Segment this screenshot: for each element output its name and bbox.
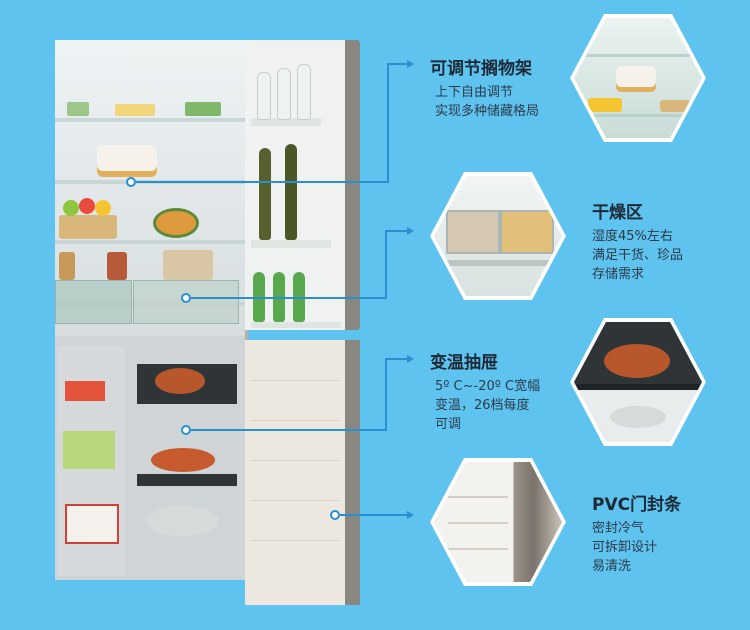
- cake-image: [97, 145, 157, 177]
- feature-3-desc-line-1: 5º C~-20º C宽幅: [435, 379, 541, 394]
- feature-3-desc-line-2: 变温，26档每度: [435, 398, 530, 413]
- fridge-image: [55, 40, 360, 605]
- feature-2-title: 干燥区: [592, 203, 643, 223]
- feature-4-desc-line-2: 可拆卸设计: [592, 540, 658, 555]
- arrow-right-icon: [407, 60, 414, 68]
- feature-4-desc-line-3: 易清洗: [592, 559, 632, 574]
- fridge-upper-compartment: [55, 40, 245, 330]
- feature-3-title: 变温抽屉: [430, 353, 498, 373]
- roast-chicken-image: [155, 368, 205, 394]
- arrow-right-icon: [407, 355, 414, 363]
- feature-4-image: [430, 458, 566, 586]
- feature-1-desc-line-2: 实现多种储藏格局: [435, 104, 540, 119]
- fridge-door-lower: [245, 340, 360, 605]
- fridge-lower-compartment: [55, 336, 245, 580]
- feature-3-image: [570, 318, 706, 446]
- feature-2-desc-line-2: 满足干货、珍品: [592, 248, 684, 263]
- fish-image: [147, 506, 219, 536]
- callout-dot-shelf: [126, 177, 136, 187]
- feature-1-desc-line-1: 上下自由调节: [435, 85, 514, 100]
- feature-4-desc-line-1: 密封冷气: [592, 521, 645, 536]
- feature-2-desc-line-3: 存储需求: [592, 267, 645, 282]
- feature-3-desc-line-3: 可调: [435, 417, 462, 432]
- arrow-right-icon: [407, 227, 414, 235]
- fridge-door-upper: [245, 40, 360, 330]
- fridge-cabinet: [55, 40, 248, 580]
- feature-2-image: [430, 172, 566, 300]
- feature-1-image: [570, 14, 706, 142]
- feature-1-title: 可调节搁物架: [430, 59, 532, 79]
- arrow-right-icon: [407, 511, 414, 519]
- callout-dot-drawer: [181, 425, 191, 435]
- feature-4-title: PVC门封条: [592, 495, 682, 515]
- feature-2-desc-line-1: 湿度45%左右: [592, 229, 673, 244]
- callout-dot-seal: [330, 510, 340, 520]
- callout-dot-dry-zone: [181, 293, 191, 303]
